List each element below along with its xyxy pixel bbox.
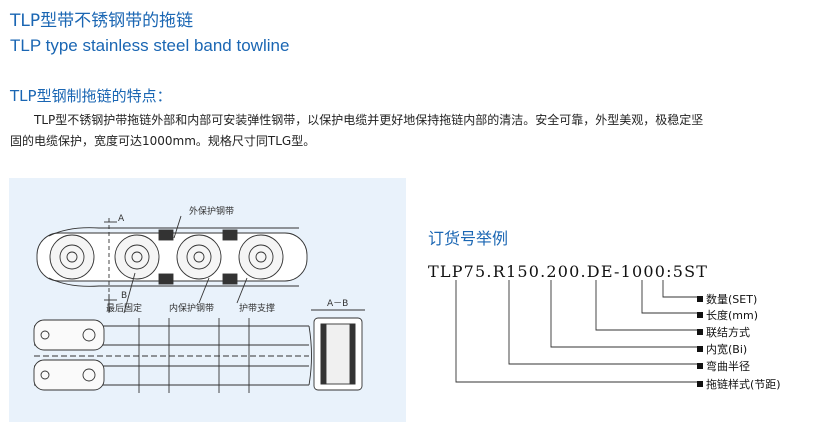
chain-link-3: [176, 234, 222, 280]
label-band-support: 护带支撑: [239, 302, 275, 314]
features-heading: TLP型钢制拖链的特点：: [10, 87, 172, 105]
label-a: A: [118, 214, 125, 224]
features-paragraph: TLP型不锈钢护带拖链外部和内部可安装弹性钢带，以保护电缆并更好地保持拖链内部的…: [10, 110, 810, 152]
legend-item-bend-radius: 弯曲半径: [697, 358, 750, 374]
features-line-1: TLP型不锈钢护带拖链外部和内部可安装弹性钢带，以保护电缆并更好地保持拖链内部的…: [34, 113, 704, 127]
label-end-fix: 最后固定: [106, 302, 142, 314]
diagram-panel: A 外保护钢带 B 最后固定 内保护钢带 护带支撑 A－B: [9, 178, 406, 422]
towline-drawing: A 外保护钢带 B 最后固定 内保护钢带 护带支撑 A－B: [33, 205, 365, 393]
label-b: B: [121, 291, 127, 301]
order-title: 订货号举例: [428, 229, 509, 248]
chain-link-1: [49, 234, 95, 280]
legend-item-chain-type: 拖链样式(节距): [697, 376, 781, 392]
label-inner-band: 内保护钢带: [169, 302, 214, 314]
legend-item-quantity: 数量(SET): [697, 291, 757, 307]
legend-item-length: 长度(mm): [697, 307, 758, 323]
label-section: A－B: [327, 299, 348, 309]
order-code: TLP75.R150.200.DE-1000:5ST: [428, 262, 709, 281]
legend-item-connection: 联结方式: [697, 324, 750, 340]
chain-link-4: [238, 234, 284, 280]
label-outer-band: 外保护钢带: [189, 205, 234, 217]
chain-link-2: [114, 234, 160, 280]
legend-item-inner-width: 内宽(Bi): [697, 341, 747, 357]
features-line-2: 固的电缆保护，宽度可达1000mm。规格尺寸同TLG型。: [10, 134, 316, 148]
title-english: TLP type stainless steel band towline: [10, 36, 290, 55]
title-chinese: TLP型带不锈钢带的拖链: [10, 11, 194, 31]
